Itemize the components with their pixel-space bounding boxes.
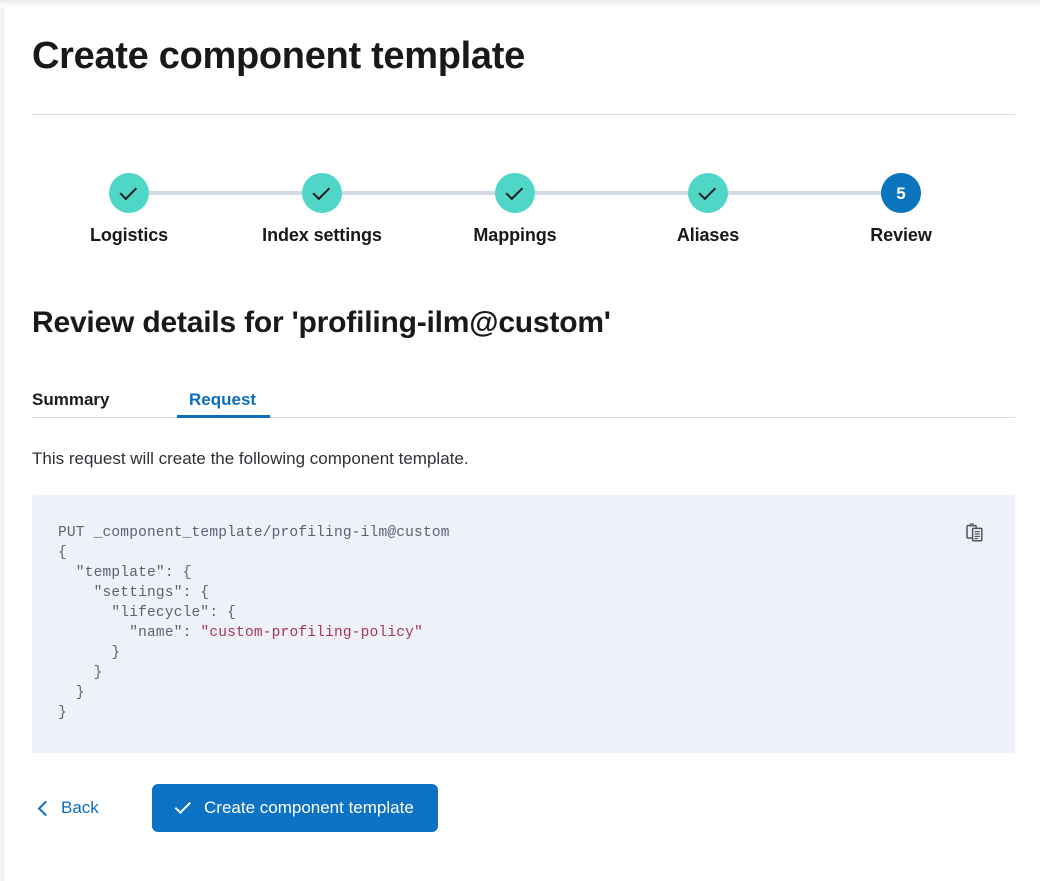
create-button-label: Create component template: [204, 798, 414, 817]
code-line-close-3: }: [58, 685, 85, 701]
stepper-step-logistics[interactable]: Logistics: [31, 168, 227, 246]
step-number-badge: 5: [881, 173, 921, 213]
left-edge-strip: [0, 0, 4, 881]
step-number: 5: [896, 183, 906, 203]
step-label: Mappings: [473, 225, 557, 245]
code-line-method: PUT _component_template/profiling-ilm@cu…: [58, 525, 450, 541]
step-label: Index settings: [262, 225, 382, 245]
step-connector-line: [336, 191, 501, 195]
code-line-close-2: }: [58, 665, 103, 681]
check-icon: [688, 173, 728, 213]
check-glyph: [698, 182, 717, 200]
code-line-name-key: "name":: [58, 625, 201, 641]
step-label: Review: [870, 225, 932, 245]
code-line-close-1: }: [58, 645, 121, 661]
step-label: Logistics: [89, 225, 169, 245]
clipboard-copy-icon: [965, 522, 987, 547]
step-connector-line: [529, 191, 694, 195]
check-icon: [495, 173, 535, 213]
back-button[interactable]: Back: [37, 784, 99, 832]
code-line-settings: "settings": {: [58, 585, 210, 601]
page-title: Create component template: [32, 35, 525, 77]
stepper-step-mappings[interactable]: Mappings: [417, 168, 613, 246]
create-component-template-button[interactable]: Create component template: [152, 784, 438, 832]
tab-summary[interactable]: Summary: [32, 381, 111, 418]
copy-button[interactable]: [963, 521, 989, 547]
stepper-step-aliases[interactable]: Aliases: [610, 168, 806, 246]
code-line-template: "template": {: [58, 565, 192, 581]
check-icon: [302, 173, 342, 213]
code-line-name-value: "custom-profiling-policy": [200, 625, 423, 641]
request-code-text: PUT _component_template/profiling-ilm@cu…: [58, 523, 450, 723]
code-line-lifecycle: "lifecycle": {: [58, 605, 237, 621]
check-icon: [109, 173, 149, 213]
back-button-label: Back: [61, 798, 99, 817]
request-description: This request will create the following c…: [32, 449, 469, 468]
request-code-block: PUT _component_template/profiling-ilm@cu…: [32, 495, 1015, 753]
code-line-close-4: }: [58, 705, 67, 721]
check-glyph: [505, 182, 524, 200]
chevron-left-icon: [37, 800, 54, 816]
tabs-divider: [32, 417, 1015, 418]
step-label: Aliases: [676, 225, 740, 245]
check-glyph: [312, 182, 331, 200]
review-tabs: Summary Request: [32, 381, 1015, 418]
check-icon: [174, 797, 191, 815]
tab-request[interactable]: Request: [176, 381, 271, 418]
step-connector-line: [143, 191, 308, 195]
step-connector-line: [722, 191, 887, 195]
section-title: Review details for 'profiling-ilm@custom…: [32, 306, 611, 339]
stepper-step-index-settings[interactable]: Index settings: [224, 168, 420, 246]
header-divider: [32, 114, 1015, 115]
top-edge-shadow: [0, 0, 1040, 7]
code-line-open: {: [58, 545, 67, 561]
check-glyph: [119, 182, 138, 200]
